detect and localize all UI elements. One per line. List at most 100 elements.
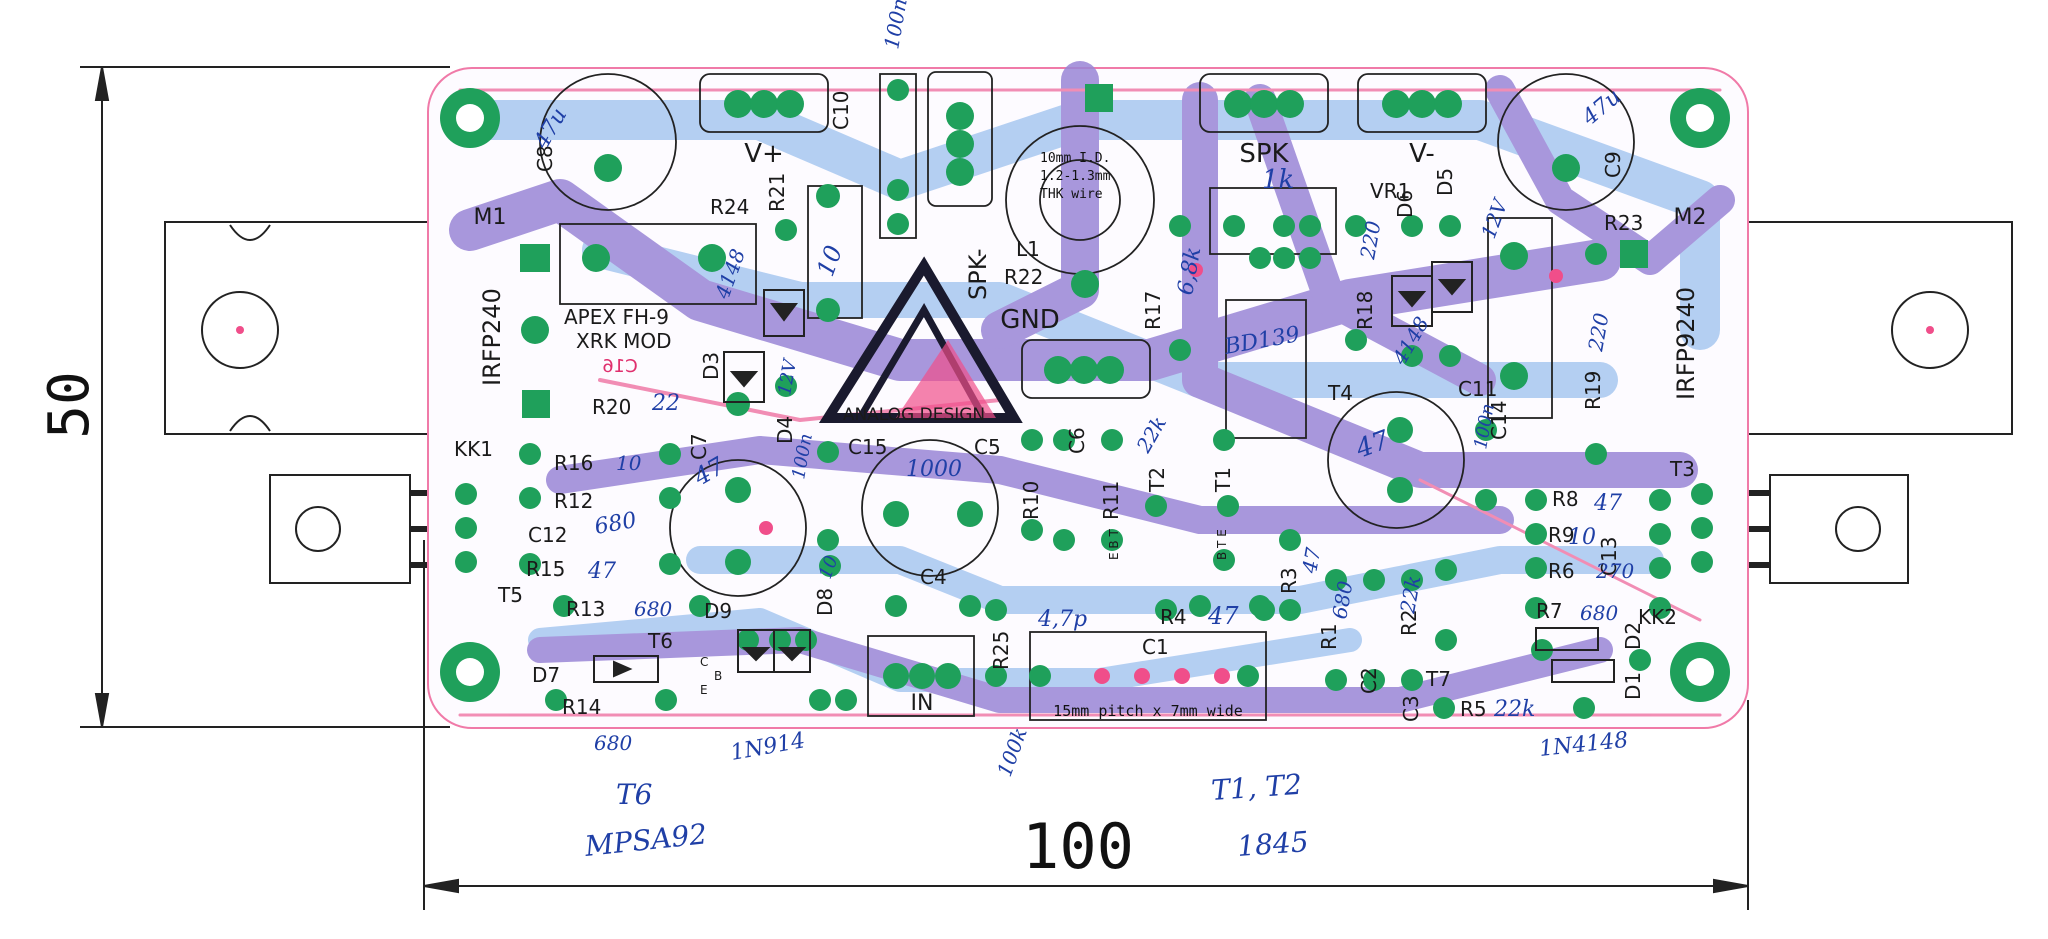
annotation-r16: 10 [616, 451, 642, 475]
silk-label-r20: R20 [592, 395, 631, 419]
coil-note-3: THK wire [1040, 187, 1103, 202]
silk-label-r4: R4 [1160, 605, 1187, 629]
silk-label-c11: C11 [1458, 377, 1497, 401]
silk-m2: M2 [1674, 205, 1707, 230]
silk-c16-mirrored: C16 [602, 356, 637, 377]
silk-label-r25: R25 [989, 631, 1013, 670]
silk-label-d3: D3 [699, 352, 723, 380]
dimension-width-label: 100 [1022, 810, 1134, 883]
annotation-r15: 47 [587, 559, 616, 584]
silk-label-d9: D9 [704, 599, 732, 623]
silk-v-plus: V+ [744, 139, 784, 169]
logo-text: ANALOG DESIGN [843, 405, 985, 425]
c1-note: 15mm pitch x 7mm wide [1053, 702, 1243, 720]
silk-label-kk2: KK2 [1638, 605, 1677, 629]
heatsink-left [164, 221, 456, 435]
silk-label-r12: R12 [554, 489, 593, 513]
transistor-tab-left [269, 474, 440, 584]
silk-label-r17: R17 [1141, 291, 1165, 330]
silk-label-c3: C3 [1399, 695, 1423, 722]
annotation-r13: 680 [634, 597, 672, 621]
silk-label-r13: R13 [566, 597, 605, 621]
annotation-r20: 22 [651, 391, 680, 416]
silk-label-c7: C7 [687, 433, 711, 460]
silk-label-r3: R3 [1277, 567, 1301, 594]
annotation-c10-value: 100n [879, 0, 912, 51]
capacitor-outlines [539, 73, 1635, 597]
transistor-tab-right [1742, 474, 1909, 584]
silk-label-r22: R22 [1004, 265, 1043, 289]
pads [455, 79, 1713, 719]
heatsink-right [1739, 221, 2013, 435]
silk-label-t1: T1 [1211, 467, 1235, 493]
dimension-height-label: 50 [37, 371, 102, 438]
silk-v-minus: V- [1409, 139, 1435, 169]
silk-label-r19: R19 [1581, 371, 1605, 410]
silk-label-c15: C15 [848, 435, 887, 459]
annotation-vr1: 1k [1262, 165, 1294, 195]
annotation-r4: 47 [1207, 602, 1239, 630]
silk-label-r18: R18 [1353, 291, 1377, 330]
silk-title-2: XRK MOD [576, 329, 671, 353]
silk-label-r24: R24 [710, 195, 749, 219]
silk-label-r16: R16 [554, 451, 593, 475]
silk-label-c4: C4 [920, 565, 947, 589]
silkscreen: V+ V- SPK SPK- GND IN M1 M2 IRFP240 IRFP… [474, 139, 1707, 720]
silk-spk: SPK [1239, 139, 1289, 169]
silk-label-d8: D8 [813, 588, 837, 616]
pin-e: E [700, 683, 708, 697]
silk-m1: M1 [474, 205, 507, 230]
diode-symbols [593, 261, 1615, 683]
pink-vias [759, 263, 1563, 684]
silk-label-vr1: VR1 [1370, 179, 1410, 203]
annotation-t1t2-line1: T1, T2 [1210, 768, 1303, 807]
silk-label-l1: L1 [1016, 237, 1040, 261]
annotation-d9-below: 1N914 [729, 728, 807, 766]
mounting-holes [440, 88, 1730, 702]
silk-label-r7: R7 [1536, 599, 1563, 623]
silk-label-r6: R6 [1548, 559, 1575, 583]
silk-label-c12: C12 [528, 523, 567, 547]
silk-label-d1: D1 [1621, 672, 1645, 700]
copper-traces [449, 61, 1735, 717]
annotation-r25-below: 100k [992, 724, 1032, 779]
silk-label-r5: R5 [1460, 697, 1487, 721]
silk-label-r2: R2 [1397, 609, 1421, 636]
silk-in: IN [911, 691, 934, 716]
silk-label-r23: R23 [1604, 211, 1643, 235]
silk-label-r10: R10 [1019, 481, 1043, 520]
silk-label-c14: C14 [1487, 401, 1511, 440]
silk-label-t5: T5 [497, 583, 523, 607]
annotation-r14-below: 680 [594, 731, 632, 755]
silk-title-1: APEX FH-9 [564, 305, 669, 329]
coil-note-1: 10mm I.D. [1040, 151, 1110, 166]
silk-label-c5: C5 [974, 435, 1001, 459]
silk-label-r15: R15 [526, 557, 565, 581]
coil-note-2: 1.2-1.3mm [1040, 169, 1111, 184]
annotation-t6-line1: T6 [616, 778, 653, 811]
annotation-r8: 47 [1593, 491, 1622, 516]
silk-label-t4: T4 [1327, 381, 1353, 405]
silk-label-c13: C13 [1597, 537, 1621, 576]
annotation-r6: 270 [1595, 559, 1634, 583]
annotation-r3: 47 [1297, 545, 1325, 575]
silk-label-r14: R14 [562, 695, 601, 719]
annotation-r9: 10 [1568, 525, 1596, 550]
silk-label-c10: C10 [829, 91, 853, 130]
silk-label-t3: T3 [1669, 457, 1695, 481]
annotation-t1t2-line2: 1845 [1236, 825, 1309, 863]
silk-label-t7: T7 [1425, 667, 1451, 691]
silk-label-r11: R11 [1099, 481, 1123, 520]
dimension-width [423, 540, 1749, 910]
silk-label-c8: C8 [533, 145, 557, 172]
silk-spk-minus: SPK- [964, 248, 992, 300]
annotation-r7: 680 [1580, 601, 1618, 625]
analog-design-logo: ANALOG DESIGN [818, 256, 1023, 425]
silk-label-d7: D7 [532, 663, 560, 687]
silk-label-r1: R1 [1317, 623, 1341, 650]
annotation-r5: 22k [1493, 697, 1535, 722]
silk-label-d2: D2 [1621, 622, 1645, 650]
pin-b: B [714, 669, 722, 683]
silk-label-d4: D4 [773, 416, 797, 444]
